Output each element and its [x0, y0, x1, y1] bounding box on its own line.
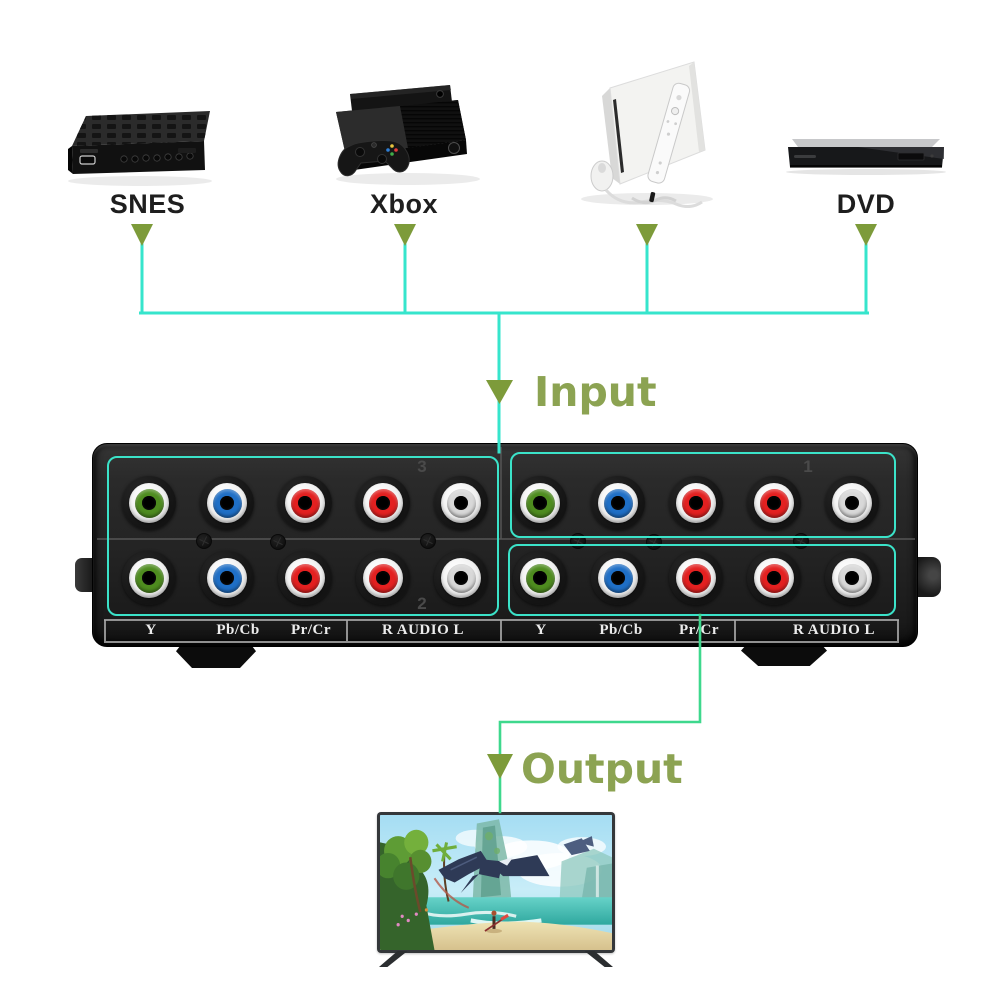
input-group-1-outline [510, 452, 896, 538]
rca-jack-red [669, 476, 723, 530]
tv-leg-right [584, 951, 613, 967]
strip-border-top [104, 619, 899, 621]
port-label-audio-2: R AUDIO L [792, 622, 876, 638]
screw-icon [420, 533, 436, 549]
rca-jack-blue [591, 476, 645, 530]
rca-jack-blue [591, 551, 645, 605]
xbox-device-image [336, 85, 480, 185]
xbox-label: Xbox [369, 189, 438, 219]
strip-border-bottom [104, 641, 899, 643]
rca-jack-red [747, 551, 801, 605]
input-group-number-3: 3 [417, 457, 427, 476]
dvd-device-image [786, 139, 946, 175]
rca-jack-red [356, 551, 410, 605]
strip-divider [500, 620, 502, 641]
port-label-y-2: Y [535, 622, 547, 638]
rca-jack-blue [200, 476, 254, 530]
rca-jack-blue [200, 551, 254, 605]
output-group-outline [508, 544, 896, 616]
side-jack-right [915, 557, 941, 597]
input-connection-lines [139, 243, 869, 454]
tv-image [377, 812, 615, 953]
input-arrow-icon [486, 380, 513, 404]
output-arrow-icon [487, 754, 513, 779]
port-label-audio-1: R AUDIO L [381, 622, 465, 638]
arrow-down-icon [394, 224, 416, 246]
rca-jack-white [825, 551, 879, 605]
screw-icon [196, 533, 212, 549]
screw-icon [646, 534, 662, 550]
tv-screen [380, 815, 612, 950]
rca-jack-red [278, 476, 332, 530]
rca-jack-red [356, 476, 410, 530]
input-group-number-2: 2 [417, 594, 427, 613]
rca-jack-white [434, 476, 488, 530]
input-label: Input [534, 368, 657, 416]
strip-divider [897, 620, 899, 641]
strip-divider [104, 620, 106, 641]
switcher-foot-right [741, 644, 827, 666]
tv-game-art [380, 815, 612, 950]
side-jack-left [75, 558, 95, 592]
port-label-pbcb-1: Pb/Cb [216, 622, 260, 638]
tv-leg-left [379, 951, 408, 967]
strip-divider [346, 620, 348, 641]
port-label-pbcb-2: Pb/Cb [599, 622, 643, 638]
component-switcher-box: 3 1 2 Y Pb/Cb Pr/Cr R AUDIO L Y Pb/Cb Pr… [92, 443, 918, 647]
arrow-down-icon [855, 224, 877, 246]
jack-grid [93, 444, 917, 646]
rca-jack-green [513, 551, 567, 605]
rca-jack-green [122, 476, 176, 530]
arrow-down-icon [636, 224, 658, 246]
rca-jack-white [825, 476, 879, 530]
panel-seam-horizontal [97, 538, 915, 540]
port-label-prcr-2: Pr/Cr [679, 622, 719, 638]
input-group-number-1: 1 [803, 457, 813, 476]
port-label-y-1: Y [145, 622, 157, 638]
wii-device-image [581, 61, 713, 208]
arrow-down-icon [131, 224, 153, 246]
rca-jack-red [278, 551, 332, 605]
screw-icon [270, 534, 286, 550]
dvd-label: DVD [836, 189, 896, 219]
strip-divider [734, 620, 736, 641]
rca-jack-green [513, 476, 567, 530]
snes-device-image [68, 111, 212, 186]
panel-seam-vertical [500, 447, 502, 539]
snes-label: SNES [109, 189, 186, 219]
switcher-foot-left [176, 644, 256, 668]
input-group-23-outline [107, 456, 499, 616]
rca-jack-red [669, 551, 723, 605]
output-label: Output [521, 745, 683, 793]
rca-jack-white [434, 551, 488, 605]
rca-jack-green [122, 551, 176, 605]
rca-jack-red [747, 476, 801, 530]
port-label-prcr-1: Pr/Cr [291, 622, 331, 638]
